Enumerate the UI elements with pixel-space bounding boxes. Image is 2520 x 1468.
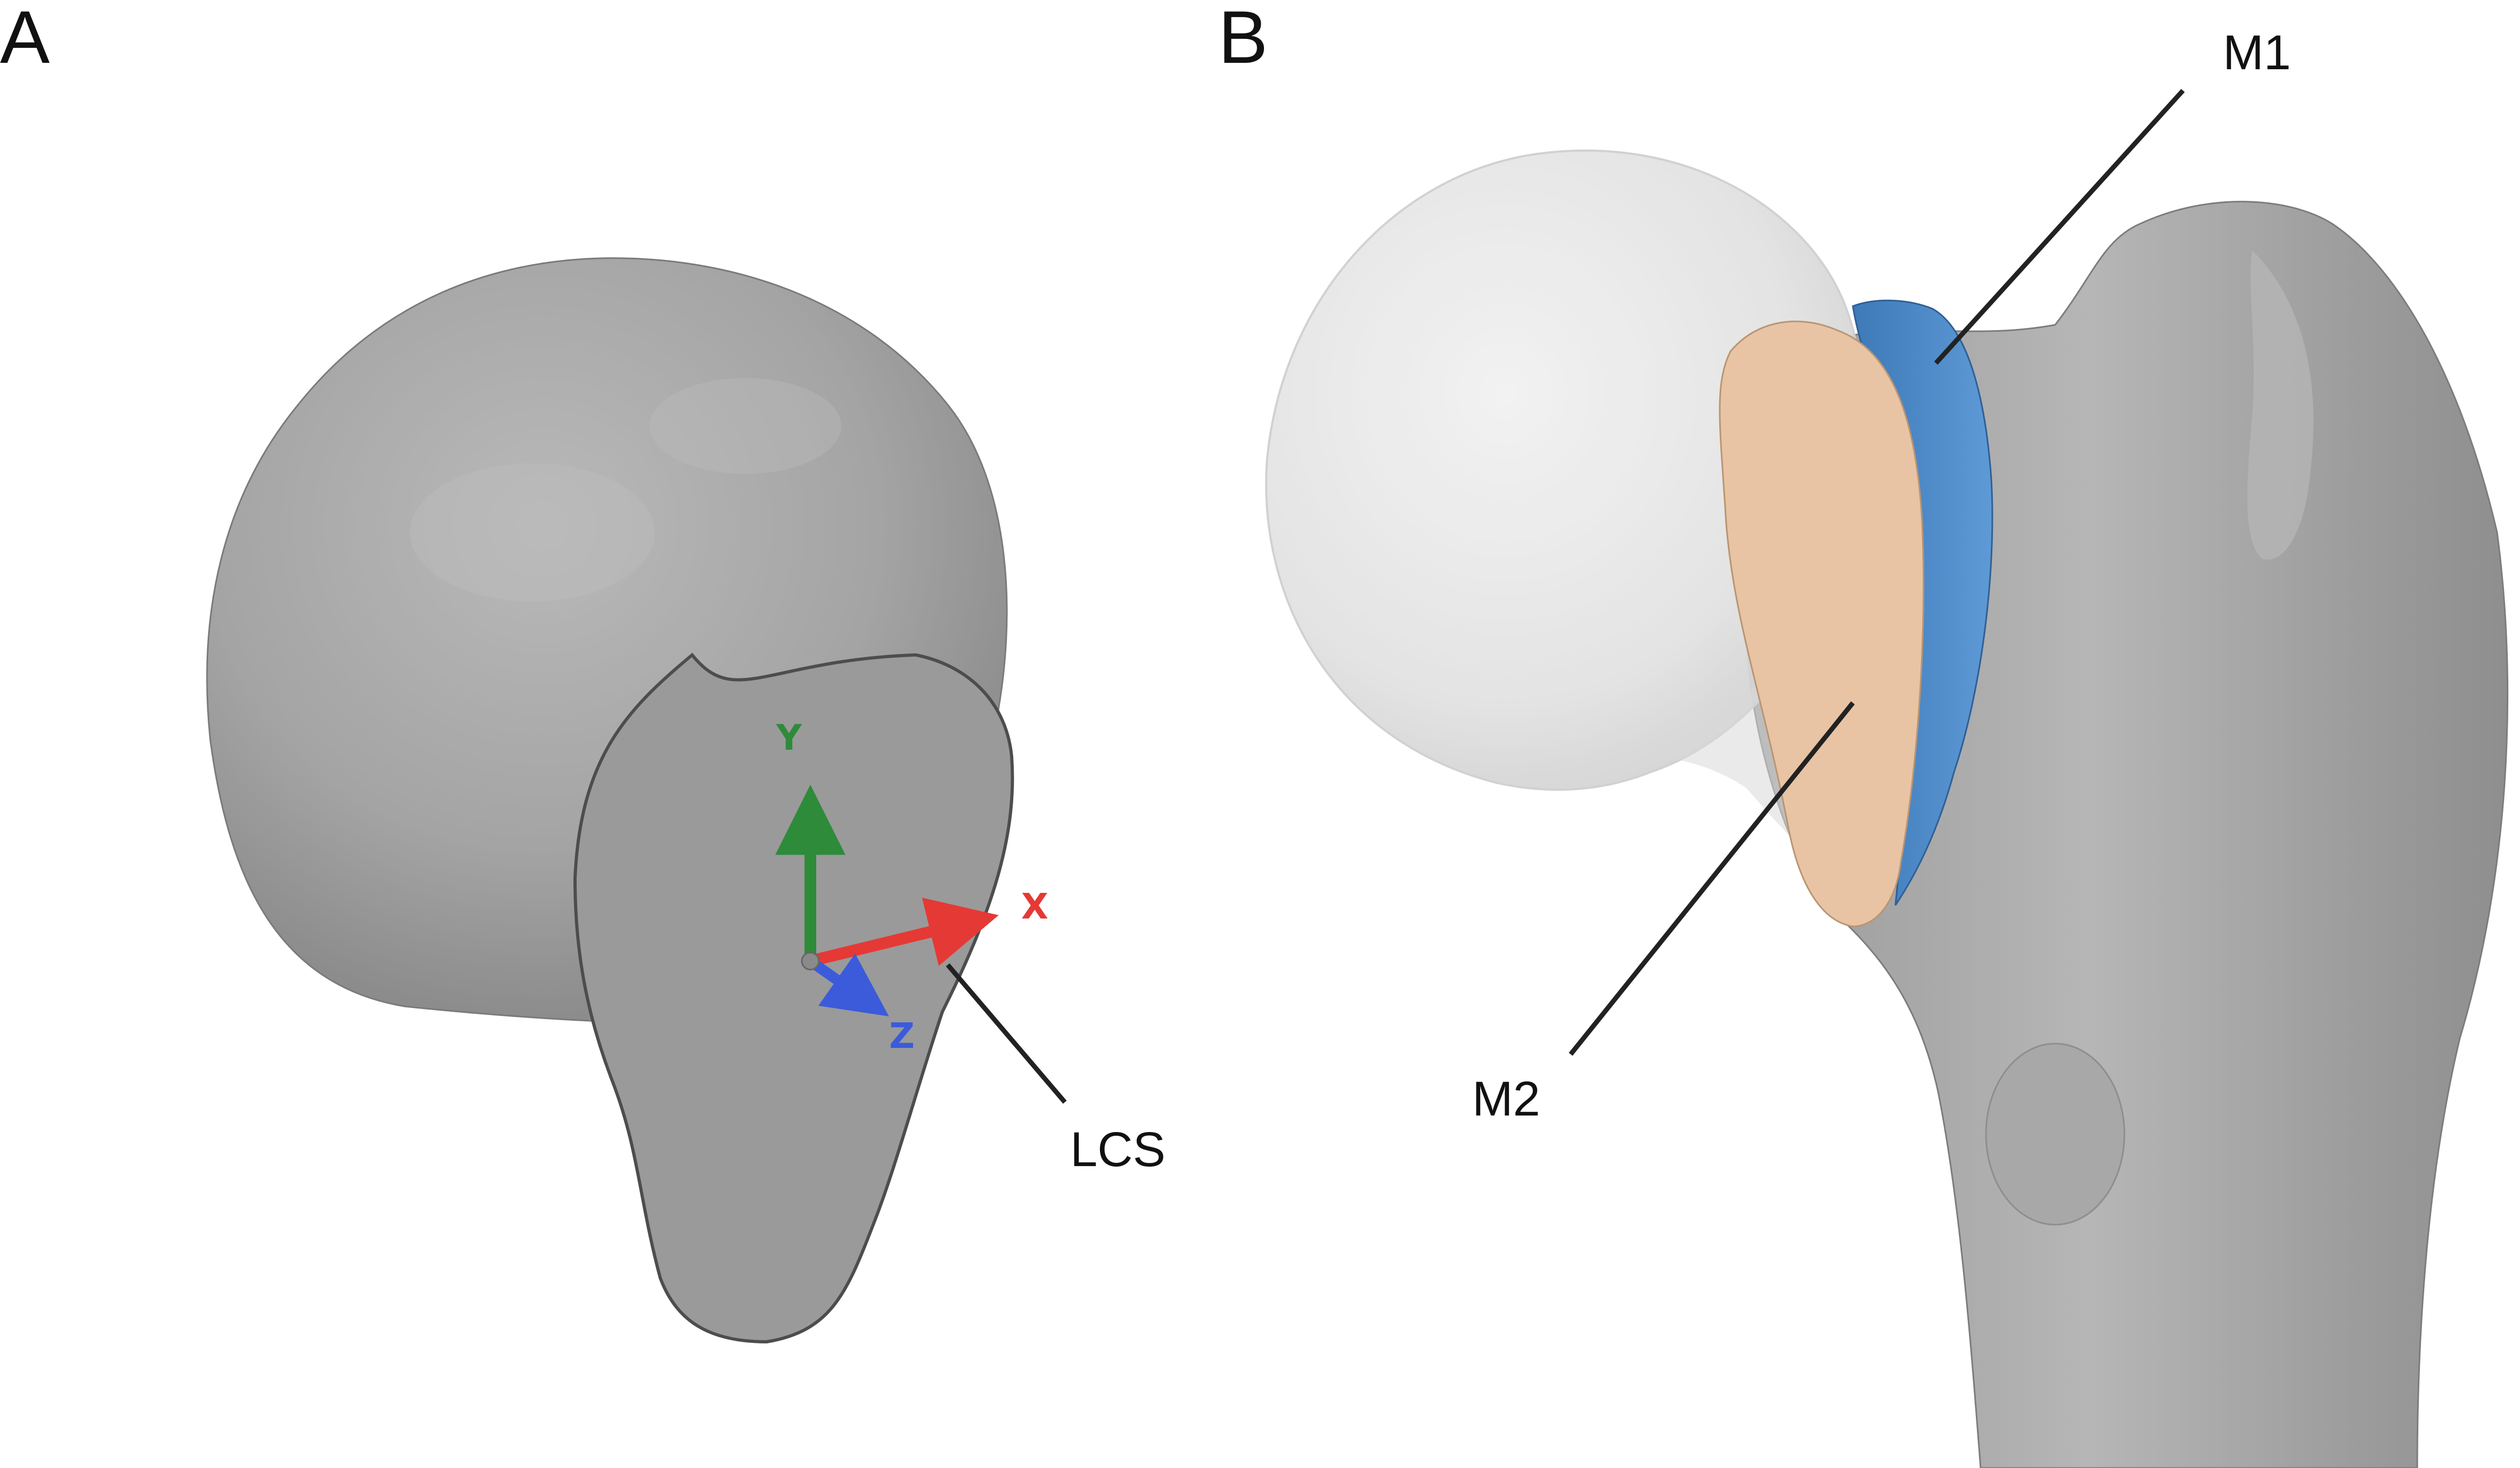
m1-leader-line xyxy=(1934,88,2185,365)
origin-point xyxy=(801,952,820,971)
panel-a-letter: A xyxy=(0,0,50,79)
panel-a: A Y X Z LCS xyxy=(0,0,1165,1344)
region-m2 xyxy=(1719,321,1925,928)
lcs-callout: LCS xyxy=(1070,1122,1165,1177)
y-axis-label: Y xyxy=(776,717,802,758)
local-coordinate-system: Y X Z xyxy=(775,717,1048,1056)
panel-b-letter: B xyxy=(1218,0,1268,79)
m2-callout: M2 xyxy=(1472,1072,1540,1126)
surface-highlight xyxy=(410,463,655,602)
m1-callout: M1 xyxy=(2223,26,2291,80)
z-axis-label: Z xyxy=(889,1015,915,1056)
z-axis-arrow xyxy=(807,953,889,1016)
cut-face xyxy=(573,652,1014,1344)
lesser-trochanter xyxy=(1985,1043,2125,1226)
surface-highlight xyxy=(650,378,841,474)
lcs-leader-line xyxy=(946,963,1067,1104)
m2-leader-line xyxy=(1569,701,1855,1056)
greater-trochanter-ridge xyxy=(2247,250,2314,560)
panel-b: B M1 M2 xyxy=(1218,0,2509,1468)
x-axis-label: X xyxy=(1021,886,1048,927)
